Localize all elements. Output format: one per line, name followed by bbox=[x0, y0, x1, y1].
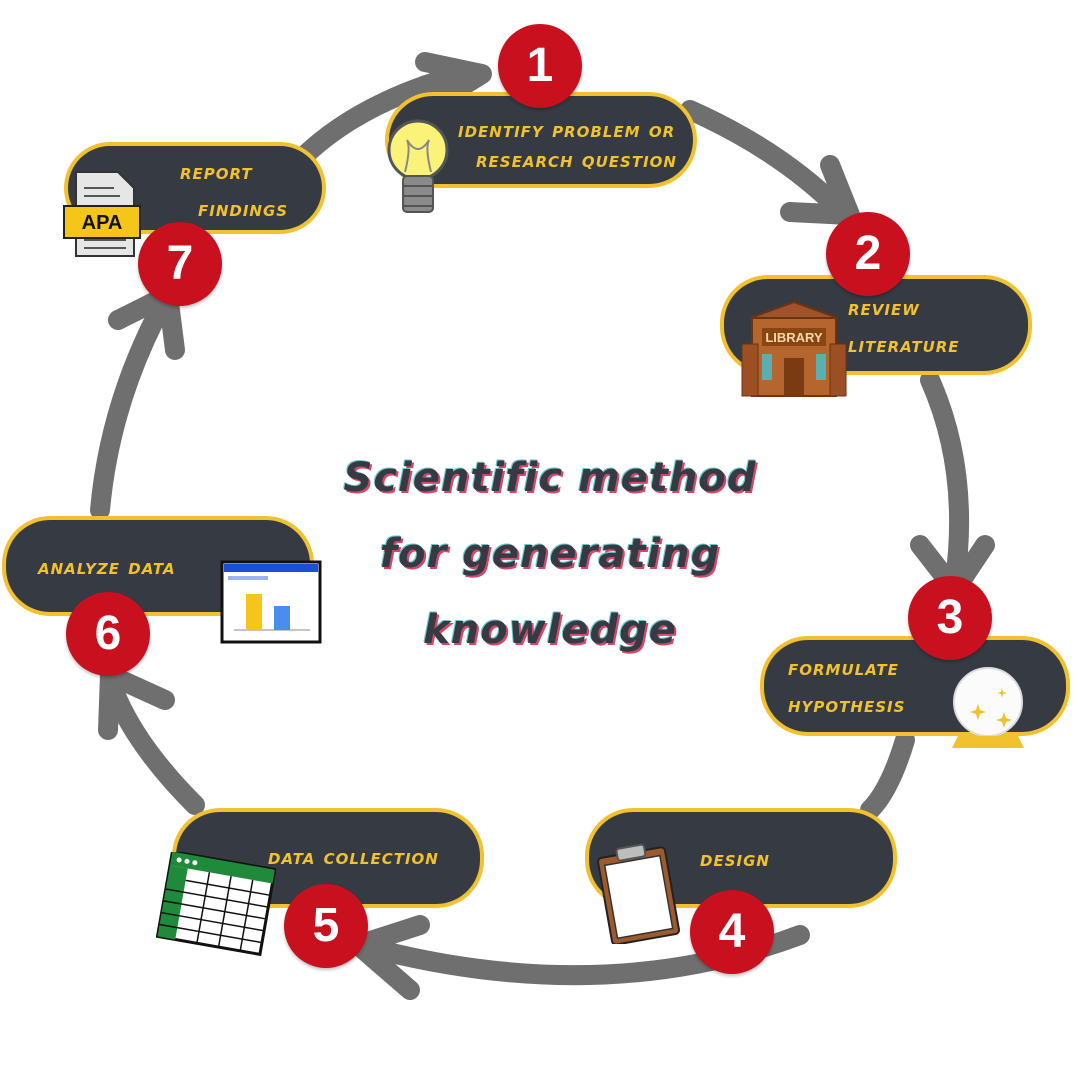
step-7-label-line-1: report bbox=[180, 160, 253, 184]
step-5-label: data collection bbox=[268, 839, 439, 876]
step-2-badge: 2 bbox=[826, 212, 910, 296]
step-2-label-line-1: Review bbox=[848, 296, 920, 320]
step-6-label: analyze data bbox=[38, 549, 176, 586]
step-4-label-line-1: design bbox=[700, 847, 770, 871]
lightbulb-icon bbox=[385, 118, 451, 226]
step-3-label-line-1: Formulate bbox=[788, 656, 899, 680]
step-5-label-line-1: data collection bbox=[268, 845, 439, 869]
step-1-label-b: Research question bbox=[476, 142, 677, 179]
apa-label-text: APA bbox=[82, 212, 123, 234]
library-icon: LIBRARY bbox=[740, 300, 848, 402]
step-5-badge: 5 bbox=[284, 884, 368, 968]
arrow-1-to-2 bbox=[680, 100, 850, 220]
arrowhead-7-to-1 bbox=[415, 52, 492, 110]
step-6-label-line-1: analyze data bbox=[38, 555, 176, 579]
title-line-3: knowledge bbox=[423, 607, 677, 653]
step-1-badge: 1 bbox=[498, 24, 582, 108]
step-7-badge: 7 bbox=[138, 222, 222, 306]
step-3-label: Formulate Hypothesis bbox=[788, 650, 905, 724]
step-7-label: report bbox=[180, 154, 253, 191]
step-1-label-line-2: Research question bbox=[476, 148, 677, 172]
arrow-6-to-7 bbox=[90, 290, 175, 520]
step-3-badge: 3 bbox=[908, 576, 992, 660]
title-line-2: for generating bbox=[379, 531, 721, 577]
apa-document-icon: APA bbox=[60, 168, 148, 264]
arrow-3-to-4 bbox=[860, 730, 915, 820]
step-4-badge: 4 bbox=[690, 890, 774, 974]
clipboard-icon bbox=[592, 842, 684, 948]
step-1-label-line-1: identify problem or bbox=[458, 118, 676, 142]
step-7-label-line-2: findings bbox=[198, 197, 289, 221]
spreadsheet-icon bbox=[155, 849, 277, 960]
crystal-ball-icon bbox=[948, 664, 1028, 754]
step-2-label-line-2: literature bbox=[848, 333, 960, 357]
step-2-label: Review literature bbox=[848, 290, 960, 364]
library-sign-text: LIBRARY bbox=[765, 330, 823, 345]
step-3-label-line-2: Hypothesis bbox=[788, 693, 906, 717]
step-1-label: identify problem or bbox=[458, 112, 675, 149]
arrow-7-to-1 bbox=[290, 62, 480, 170]
step-6-badge: 6 bbox=[66, 592, 150, 676]
diagram-title: Scientific method for generating knowled… bbox=[300, 440, 800, 668]
bar-chart-icon bbox=[220, 560, 322, 648]
step-7-label-b: findings bbox=[198, 191, 288, 228]
step-4-label: design bbox=[700, 841, 770, 878]
title-line-1: Scientific method bbox=[343, 455, 757, 501]
arrow-2-to-3 bbox=[920, 370, 970, 590]
